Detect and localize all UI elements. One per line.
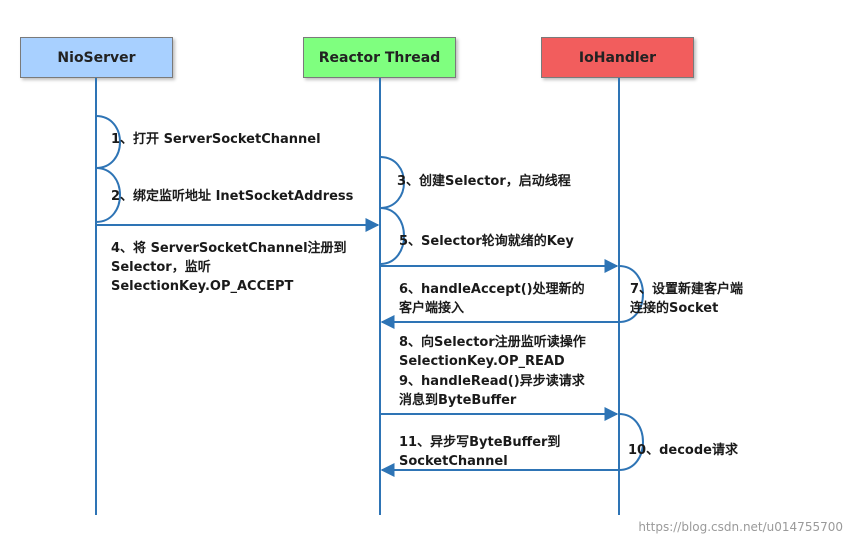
step-5-label: 5、Selector轮询就绪的Key [399,234,574,249]
loop-step-5 [379,207,405,265]
loop-step-1 [95,115,121,169]
actor-iohandler: IoHandler [541,37,694,78]
step-6-label: 6、handleAccept()处理新的 客户端接入 [399,282,585,316]
step-8-label: 8、向Selector注册监听读操作 SelectionKey.OP_READ [399,335,586,369]
step-11-label: 11、异步写ByteBuffer到 SocketChannel [399,435,561,469]
step-3-label: 3、创建Selector，启动线程 [397,174,571,189]
step-1-label: 1、打开 ServerSocketChannel [111,132,321,147]
step-9-label: 9、handleRead()异步读请求 消息到ByteBuffer [399,374,585,408]
loop-step-3 [379,156,405,209]
loop-step-10 [618,413,644,471]
watermark: https://blog.csdn.net/u014755700 [638,520,843,534]
actor-nioserver-label: NioServer [57,49,136,66]
actor-reactor-thread: Reactor Thread [303,37,456,78]
step-4-label: 4、将 ServerSocketChannel注册到 Selector，监听 S… [111,241,347,294]
step-7-label: 7、设置新建客户端 连接的Socket [630,282,744,316]
actor-reactor-thread-label: Reactor Thread [318,49,441,66]
actor-iohandler-label: IoHandler [578,49,657,66]
loop-step-7 [618,265,644,323]
step-2-label: 2、绑定监听地址 InetSocketAddress [111,189,354,204]
actor-nioserver: NioServer [20,37,173,78]
step-10-label: 10、decode请求 [628,443,738,458]
loop-step-2 [95,167,121,223]
